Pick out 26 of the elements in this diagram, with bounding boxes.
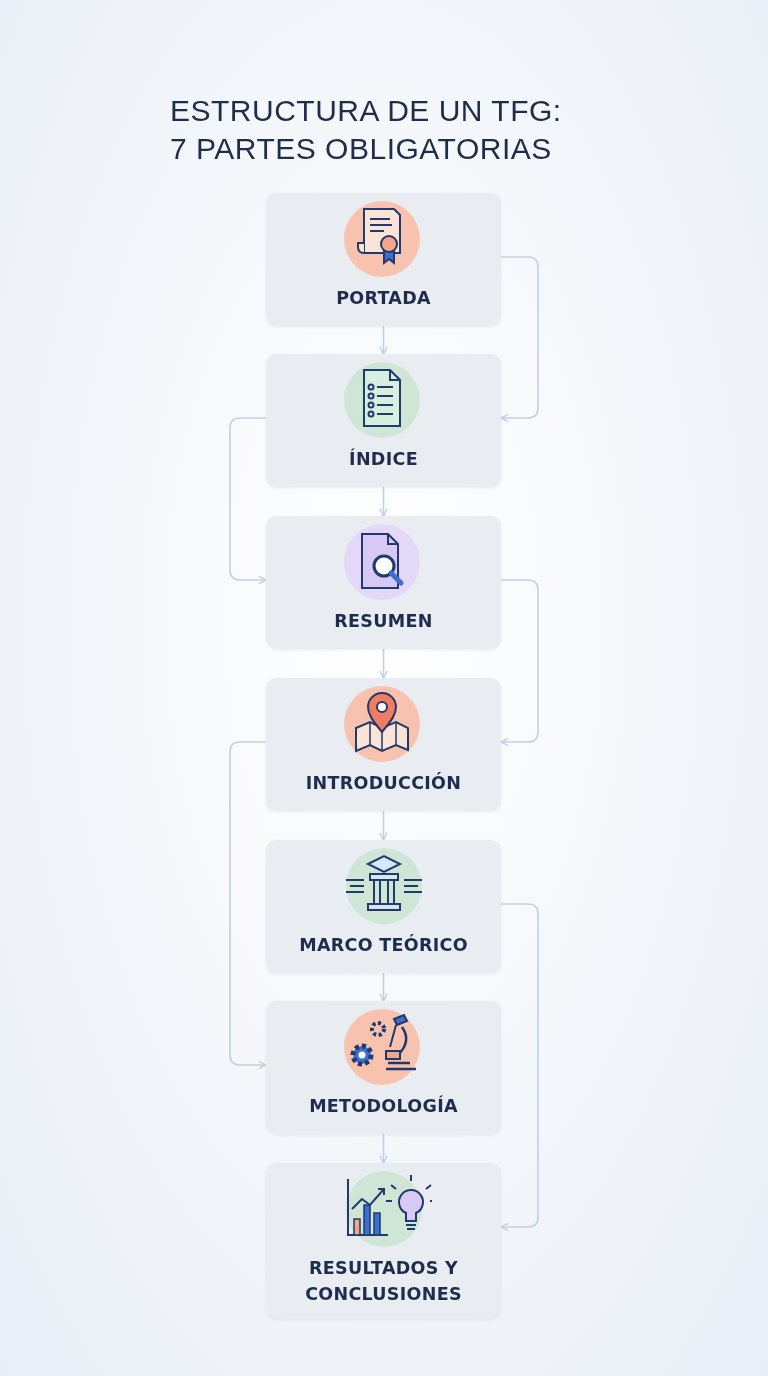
arrow (229, 741, 267, 1070)
step-card (266, 1163, 501, 1319)
step-label: PORTADA (335, 287, 432, 310)
step-card (266, 193, 501, 326)
arrow (379, 972, 388, 1002)
arrow (379, 810, 388, 841)
step-card (266, 678, 501, 811)
arrow (379, 325, 388, 355)
arrow (379, 648, 388, 679)
step-label: METODOLOGÍA (308, 1094, 459, 1118)
step-label: RESULTADOS Y CONCLUSIONES (304, 1257, 463, 1306)
arrow (500, 903, 539, 1232)
step-label: INTRODUCCIÓN (304, 771, 463, 795)
step-card (266, 354, 501, 487)
arrow (229, 417, 267, 585)
arrow (500, 256, 539, 423)
step-label: ÍNDICE (348, 447, 419, 471)
arrow (379, 1133, 388, 1164)
step-card (266, 516, 501, 649)
title: ESTRUCTURA DE UN TFG: 7 PARTES OBLIGATORIAS (170, 93, 563, 167)
arrow (379, 486, 388, 517)
step-label: MARCO TEÓRICO (298, 933, 469, 957)
step-card (266, 840, 501, 973)
step-card (266, 1001, 501, 1134)
arrow (500, 579, 539, 747)
step-label: RESUMEN (333, 610, 434, 633)
